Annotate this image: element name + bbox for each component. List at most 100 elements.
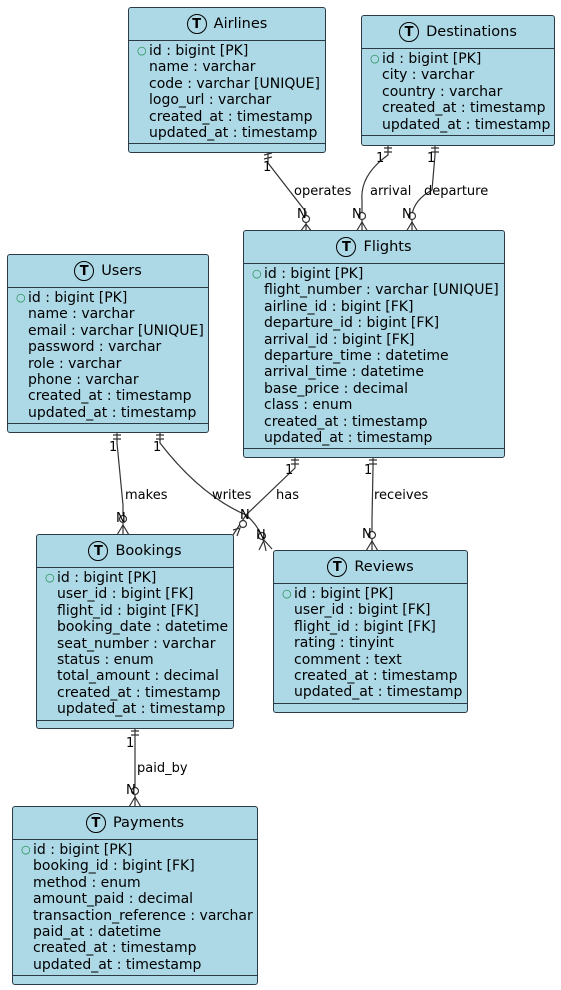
field-row: departure_id : bigint [FK] bbox=[264, 315, 440, 332]
field-row: ○id : bigint [PK] bbox=[282, 586, 394, 602]
table-icon: T bbox=[186, 14, 207, 34]
edge-label-paid-by: paid_by bbox=[137, 761, 188, 776]
field-row: comment : text bbox=[294, 651, 402, 668]
field-row: ○id : bigint [PK] bbox=[45, 570, 157, 586]
card-arrival-from: 1 bbox=[376, 151, 385, 166]
card-receives-from: 1 bbox=[364, 463, 373, 478]
entity-reviews: T Reviews ○id : bigint [PK] user_id : bi… bbox=[273, 550, 468, 713]
card-has-to: N bbox=[240, 508, 250, 523]
field-row: user_id : bigint [FK] bbox=[57, 586, 194, 603]
table-icon: T bbox=[85, 813, 106, 833]
field-row: created_at : timestamp bbox=[149, 108, 313, 125]
card-paid-by-from: 1 bbox=[126, 736, 135, 751]
field-row: class : enum bbox=[264, 397, 353, 414]
entity-flights: T Flights ○id : bigint [PK] flight_numbe… bbox=[243, 230, 505, 458]
field-row: created_at : timestamp bbox=[382, 100, 546, 117]
field-row: created_at : timestamp bbox=[33, 940, 197, 957]
table-icon: T bbox=[399, 22, 420, 42]
field-row: total_amount : decimal bbox=[57, 668, 219, 685]
edge-label-operates: operates bbox=[294, 184, 352, 199]
field-row: ○id : bigint [PK] bbox=[370, 51, 482, 67]
field-row: departure_time : datetime bbox=[264, 348, 449, 365]
field-row: rating : tinyint bbox=[294, 635, 394, 652]
pk-marker-icon: ○ bbox=[252, 267, 262, 280]
field-row: updated_at : timestamp bbox=[28, 404, 197, 421]
pk-marker-icon: ○ bbox=[21, 843, 31, 856]
field-row: status : enum bbox=[57, 652, 154, 669]
entity-destinations: T Destinations ○id : bigint [PK] city : … bbox=[361, 15, 555, 146]
field-row: created_at : timestamp bbox=[294, 668, 458, 685]
field-row: flight_id : bigint [FK] bbox=[294, 618, 436, 635]
field-row: amount_paid : decimal bbox=[33, 891, 194, 908]
field-row: logo_url : varchar bbox=[149, 92, 272, 109]
card-writes-from: 1 bbox=[153, 440, 162, 455]
field-row: updated_at : timestamp bbox=[57, 701, 226, 718]
edge-label-departure: departure bbox=[424, 184, 489, 199]
field-row: name : varchar bbox=[28, 306, 135, 323]
field-row: flight_number : varchar [UNIQUE] bbox=[264, 282, 499, 299]
card-writes-to: N bbox=[256, 528, 266, 543]
field-row: flight_id : bigint [FK] bbox=[57, 602, 199, 619]
card-makes-to: N bbox=[116, 511, 126, 526]
card-operates-from: 1 bbox=[263, 160, 272, 175]
field-row: arrival_id : bigint [FK] bbox=[264, 331, 415, 348]
field-row: phone : varchar bbox=[28, 372, 139, 389]
pk-marker-icon: ○ bbox=[45, 571, 55, 584]
card-receives-to: N bbox=[362, 527, 372, 542]
edge-label-has: has bbox=[276, 488, 299, 503]
edge-label-receives: receives bbox=[374, 488, 429, 503]
card-makes-from: 1 bbox=[109, 440, 118, 455]
card-departure-to: N bbox=[402, 207, 412, 222]
field-row: booking_id : bigint [FK] bbox=[33, 858, 195, 875]
field-row: updated_at : timestamp bbox=[33, 956, 202, 973]
card-has-from: 1 bbox=[285, 463, 294, 478]
field-row: booking_date : datetime bbox=[57, 619, 229, 636]
field-row: city : varchar bbox=[382, 67, 475, 84]
field-row: user_id : bigint [FK] bbox=[294, 602, 431, 619]
entity-header: T Airlines bbox=[129, 8, 325, 41]
entity-payments: T Payments ○id : bigint [PK] booking_id … bbox=[12, 806, 258, 985]
pk-marker-icon: ○ bbox=[137, 44, 147, 57]
table-icon: T bbox=[336, 237, 357, 257]
card-departure-from: 1 bbox=[427, 151, 436, 166]
field-row: created_at : timestamp bbox=[28, 388, 192, 405]
field-row: code : varchar [UNIQUE] bbox=[149, 75, 320, 92]
field-row: seat_number : varchar bbox=[57, 635, 216, 652]
table-icon: T bbox=[88, 541, 109, 561]
entity-header: T Flights bbox=[244, 231, 504, 264]
table-icon: T bbox=[74, 261, 95, 281]
field-row: ○id : bigint [PK] bbox=[252, 266, 364, 282]
entity-header: T Payments bbox=[13, 807, 257, 840]
entity-title: Payments bbox=[112, 815, 185, 831]
edge-arrival bbox=[361, 145, 389, 232]
entity-header: T Users bbox=[8, 255, 208, 288]
field-row: arrival_time : datetime bbox=[264, 364, 424, 381]
field-row: paid_at : datetime bbox=[33, 924, 162, 941]
pk-marker-icon: ○ bbox=[370, 52, 380, 65]
field-row: transaction_reference : varchar bbox=[33, 907, 253, 924]
card-arrival-to: N bbox=[352, 207, 362, 222]
pk-marker-icon: ○ bbox=[16, 291, 26, 304]
entity-title: Bookings bbox=[115, 543, 182, 559]
table-icon: T bbox=[327, 557, 348, 577]
entity-title: Reviews bbox=[354, 559, 414, 575]
entity-bookings: T Bookings ○id : bigint [PK] user_id : b… bbox=[36, 534, 234, 729]
field-row: updated_at : timestamp bbox=[149, 125, 318, 142]
field-row: ○id : bigint [PK] bbox=[137, 43, 249, 59]
field-row: role : varchar bbox=[28, 355, 122, 372]
entity-header: T Destinations bbox=[362, 16, 554, 49]
entity-title: Flights bbox=[363, 239, 412, 255]
field-row: base_price : decimal bbox=[264, 380, 409, 397]
edge-label-writes: writes bbox=[212, 488, 252, 503]
field-row: name : varchar bbox=[149, 59, 256, 76]
field-row: updated_at : timestamp bbox=[264, 430, 433, 447]
edge-label-makes: makes bbox=[125, 488, 168, 503]
card-paid-by-to: N bbox=[126, 783, 136, 798]
entity-title: Destinations bbox=[426, 24, 517, 40]
field-row: ○id : bigint [PK] bbox=[16, 290, 128, 306]
field-row: updated_at : timestamp bbox=[382, 116, 551, 133]
entity-title: Airlines bbox=[213, 16, 268, 32]
field-row: airline_id : bigint [FK] bbox=[264, 298, 414, 315]
field-row: country : varchar bbox=[382, 83, 503, 100]
